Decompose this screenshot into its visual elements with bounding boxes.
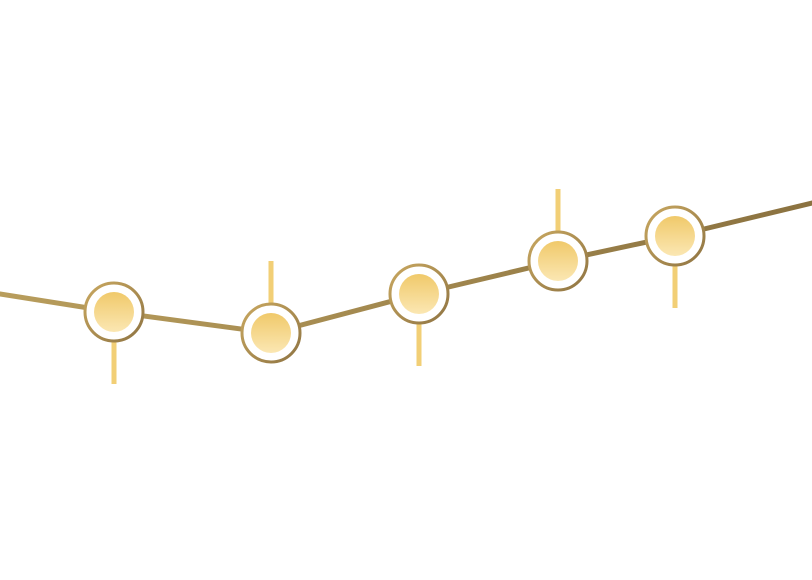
node-dot bbox=[538, 241, 578, 281]
timeline-node-1 bbox=[83, 281, 145, 343]
node-ring bbox=[83, 281, 145, 343]
timeline-node-4 bbox=[527, 230, 589, 292]
node-dot bbox=[94, 292, 134, 332]
node-ring bbox=[644, 205, 706, 267]
nodes-layer bbox=[83, 205, 706, 364]
timeline-node-5 bbox=[644, 205, 706, 267]
node-ring bbox=[388, 263, 450, 325]
node-dot bbox=[251, 313, 291, 353]
node-ring bbox=[527, 230, 589, 292]
node-dot bbox=[399, 274, 439, 314]
node-ring bbox=[240, 302, 302, 364]
timeline-node-3 bbox=[388, 263, 450, 325]
timeline-node-2 bbox=[240, 302, 302, 364]
node-dot bbox=[655, 216, 695, 256]
